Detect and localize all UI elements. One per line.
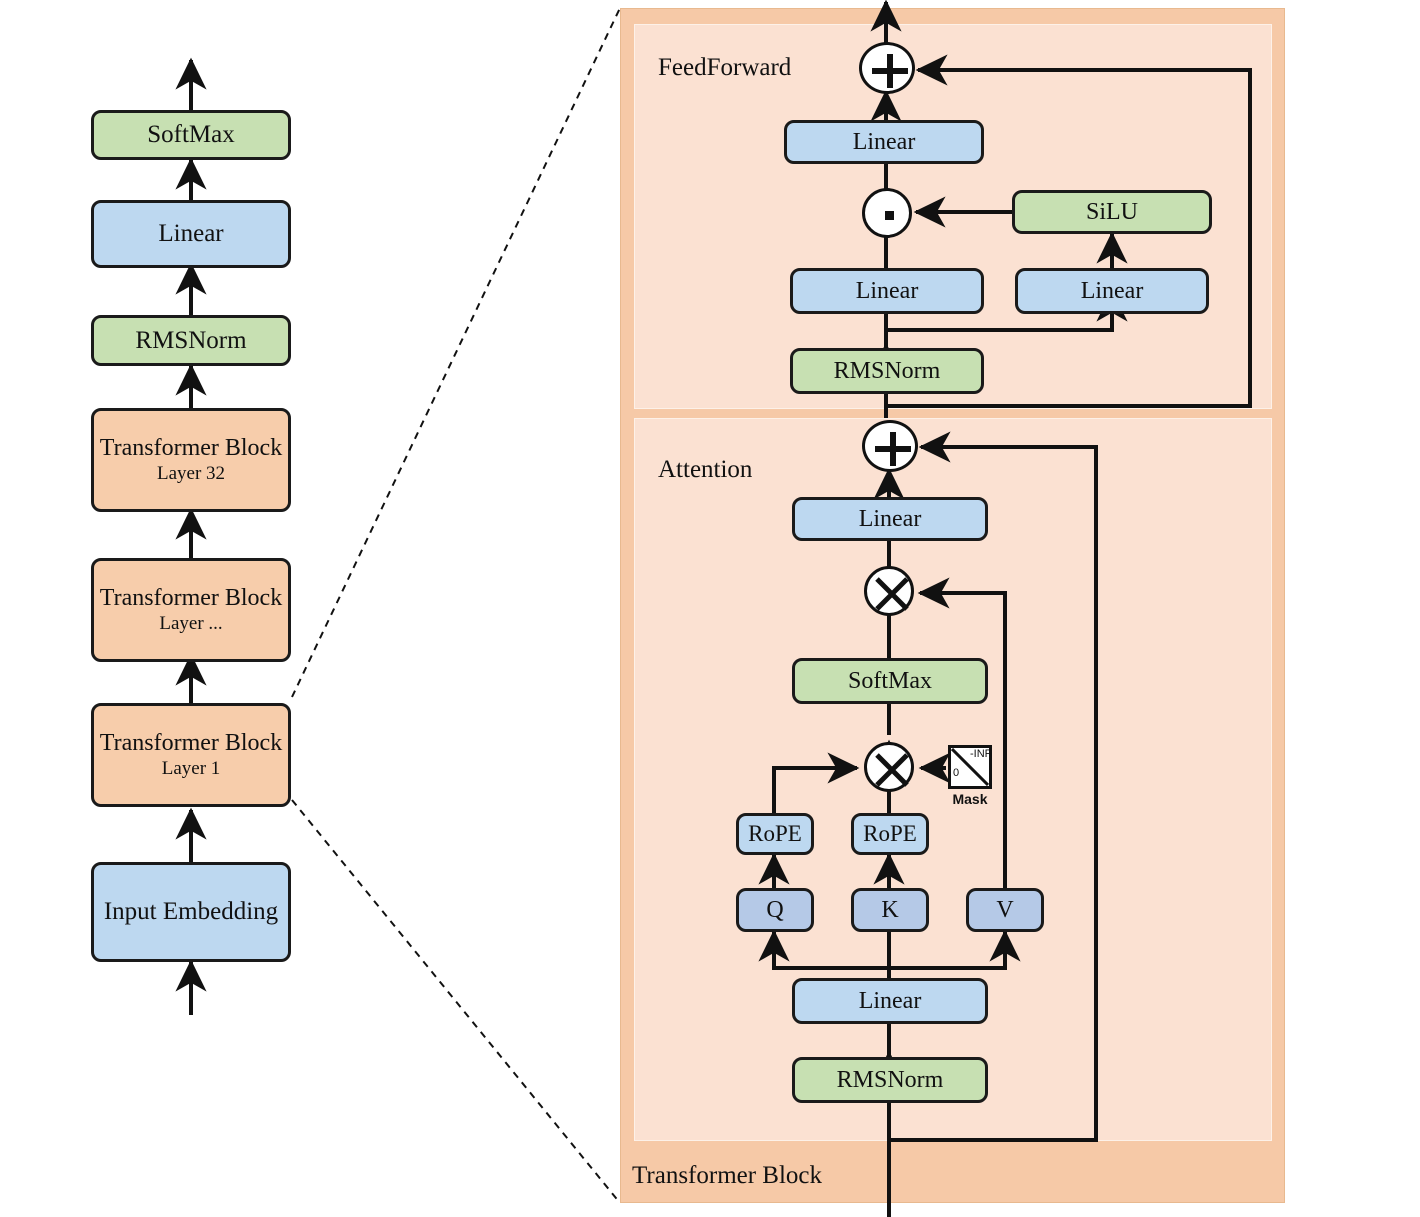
node-label: RMSNorm xyxy=(833,357,941,384)
node-label: Linear xyxy=(1080,277,1144,304)
transformer-block-panel-label: Transformer Block xyxy=(632,1162,823,1189)
node-input-embedding[interactable]: Input Embedding xyxy=(91,862,291,962)
node-att-linear-in[interactable]: Linear xyxy=(792,978,988,1024)
node-label: Linear xyxy=(852,128,916,155)
node-label: Linear xyxy=(158,220,224,247)
node-label: Transformer Block xyxy=(99,435,283,462)
node-att-rmsnorm[interactable]: RMSNorm xyxy=(792,1057,988,1103)
node-q[interactable]: Q xyxy=(736,888,814,932)
node-softmax[interactable]: SoftMax xyxy=(91,110,291,160)
node-ff-linear-up[interactable]: Linear xyxy=(1015,268,1209,314)
node-label: Q xyxy=(766,896,784,923)
expansion-line-bottom xyxy=(291,799,621,1204)
node-label: RMSNorm xyxy=(836,1066,944,1093)
node-label: Linear xyxy=(858,987,922,1014)
node-label: Transformer Block xyxy=(99,730,283,757)
node-label: SoftMax xyxy=(147,121,235,148)
mask-high-value: -INF xyxy=(970,748,992,760)
node-att-softmax[interactable]: SoftMax xyxy=(792,658,988,704)
node-label: SiLU xyxy=(1085,198,1138,225)
node-label: RoPE xyxy=(748,821,802,847)
mask-label: Mask xyxy=(952,791,988,807)
feedforward-panel-label: FeedForward xyxy=(658,54,792,81)
node-ff-silu[interactable]: SiLU xyxy=(1012,190,1212,234)
node-k[interactable]: K xyxy=(851,888,929,932)
mask-low-value: 0 xyxy=(953,767,960,779)
node-rope-k[interactable]: RoPE xyxy=(851,813,929,855)
node-rmsnorm-final[interactable]: RMSNorm xyxy=(91,315,291,366)
node-v[interactable]: V xyxy=(966,888,1044,932)
node-label: V xyxy=(996,896,1014,923)
node-ff-linear-gate[interactable]: Linear xyxy=(790,268,984,314)
ff-elementwise-multiply-icon[interactable] xyxy=(862,188,912,238)
node-label: Transformer Block xyxy=(99,585,283,612)
node-rope-q[interactable]: RoPE xyxy=(736,813,814,855)
node-sublabel: Layer 32 xyxy=(156,463,226,485)
attention-panel-label: Attention xyxy=(658,456,753,483)
node-ff-rmsnorm[interactable]: RMSNorm xyxy=(790,348,984,394)
node-label: Linear xyxy=(858,505,922,532)
node-transformer-block-mid[interactable]: Transformer Block Layer ... xyxy=(91,558,291,662)
node-sublabel: Layer 1 xyxy=(161,758,221,780)
node-label: Linear xyxy=(855,277,919,304)
node-ff-linear-out[interactable]: Linear xyxy=(784,120,984,164)
node-sublabel: Layer ... xyxy=(159,613,223,635)
ff-residual-add-icon[interactable] xyxy=(859,42,915,94)
node-label: Input Embedding xyxy=(103,898,279,925)
node-transformer-block-1[interactable]: Transformer Block Layer 1 xyxy=(91,703,291,807)
node-transformer-block-32[interactable]: Transformer Block Layer 32 xyxy=(91,408,291,512)
node-label: SoftMax xyxy=(848,667,932,694)
qk-matmul-icon[interactable] xyxy=(864,742,914,792)
node-label: RoPE xyxy=(863,821,917,847)
node-linear-head[interactable]: Linear xyxy=(91,200,291,268)
expansion-line-top xyxy=(291,7,621,698)
node-label: K xyxy=(881,896,899,923)
node-label: RMSNorm xyxy=(135,326,247,354)
node-att-linear-out[interactable]: Linear xyxy=(792,497,988,541)
causal-mask-icon[interactable]: 0 -INF Mask xyxy=(948,745,992,809)
attention-value-matmul-icon[interactable] xyxy=(864,566,914,616)
attention-residual-add-icon[interactable] xyxy=(862,420,918,472)
